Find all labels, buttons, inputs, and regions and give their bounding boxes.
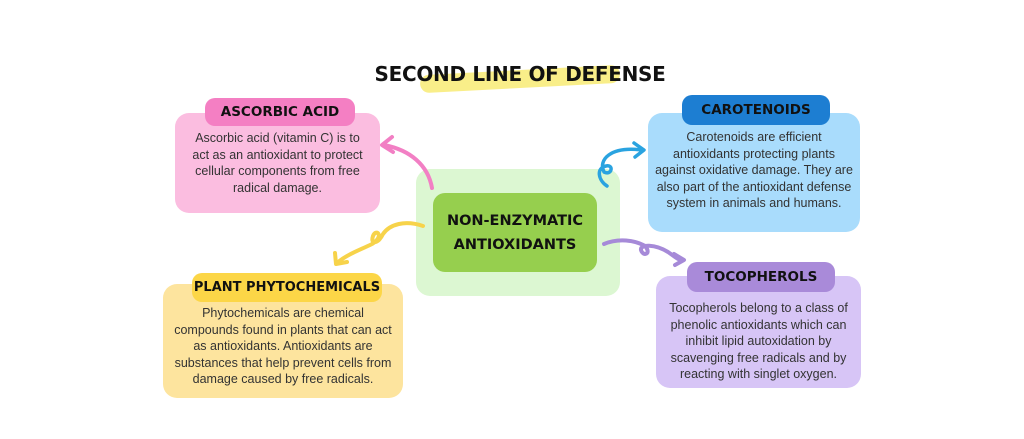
ascorbic-acid-text: Ascorbic acid (vitamin C) is to act as a… xyxy=(192,131,363,195)
carotenoids-label: CAROTENOIDS xyxy=(682,95,830,125)
arrow-phytochemicals xyxy=(333,221,425,266)
ascorbic-acid-label: ASCORBIC ACID xyxy=(205,98,355,126)
plant-phytochemicals-text: Phytochemicals are chemical compounds fo… xyxy=(174,306,392,386)
tocopherols-text: Tocopherols belong to a class of phenoli… xyxy=(669,301,848,381)
arrow-ascorbic xyxy=(380,135,434,190)
carotenoids-text: Carotenoids are efficient antioxidants p… xyxy=(655,130,853,210)
arrow-tocopherols xyxy=(602,238,686,267)
center-node: NON-ENZYMATIC ANTIOXIDANTS xyxy=(433,193,597,272)
tocopherols-label: TOCOPHEROLS xyxy=(687,262,835,292)
arrow-carotenoids xyxy=(597,141,646,188)
tocopherols-card: Tocopherols belong to a class of phenoli… xyxy=(656,276,861,388)
plant-phytochemicals-card: Phytochemicals are chemical compounds fo… xyxy=(163,284,403,398)
diagram-title: SECOND LINE OF DEFENSE xyxy=(374,62,666,86)
carotenoids-card: Carotenoids are efficient antioxidants p… xyxy=(648,113,860,232)
center-line-1: NON-ENZYMATIC xyxy=(446,212,584,229)
plant-phytochemicals-label: PLANT PHYTOCHEMICALS xyxy=(192,273,382,302)
ascorbic-acid-card: Ascorbic acid (vitamin C) is to act as a… xyxy=(175,113,380,213)
center-line-2: ANTIOXIDANTS xyxy=(453,236,577,253)
